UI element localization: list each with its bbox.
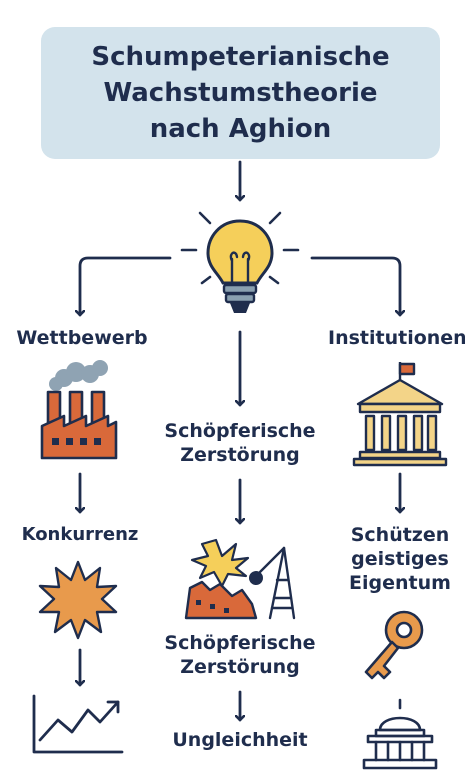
- capitol-dome-icon: [362, 698, 438, 770]
- demolition-icon: [184, 538, 296, 620]
- label-wettbewerb: Wettbewerb: [16, 327, 148, 349]
- title-box: Schumpeterianische Wachstumstheorie nach…: [41, 27, 440, 159]
- key-icon: [364, 610, 424, 680]
- starburst-icon: [38, 560, 118, 640]
- arrow-bulb-to-left: [80, 256, 172, 317]
- label-schuetzen-geistiges-eigentum: Schützen geistiges Eigentum: [349, 524, 451, 594]
- label-institutionen: Institutionen: [328, 327, 465, 349]
- factory-icon: [40, 360, 118, 460]
- bank-building-icon: [352, 362, 448, 467]
- label-ungleichheit: Ungleichheit: [172, 729, 308, 751]
- arrow-bulb-to-right: [310, 256, 400, 317]
- label-schoepferische-zerstoerung-2: Schöpferische Zerstörung: [164, 632, 316, 678]
- diagram-title: Schumpeterianische Wachstumstheorie nach…: [91, 42, 390, 144]
- label-schoepferische-zerstoerung-1: Schöpferische Zerstörung: [164, 420, 316, 466]
- label-konkurrenz: Konkurrenz: [21, 524, 139, 545]
- lightbulb-icon: [180, 211, 300, 313]
- trend-chart-icon: [32, 694, 124, 754]
